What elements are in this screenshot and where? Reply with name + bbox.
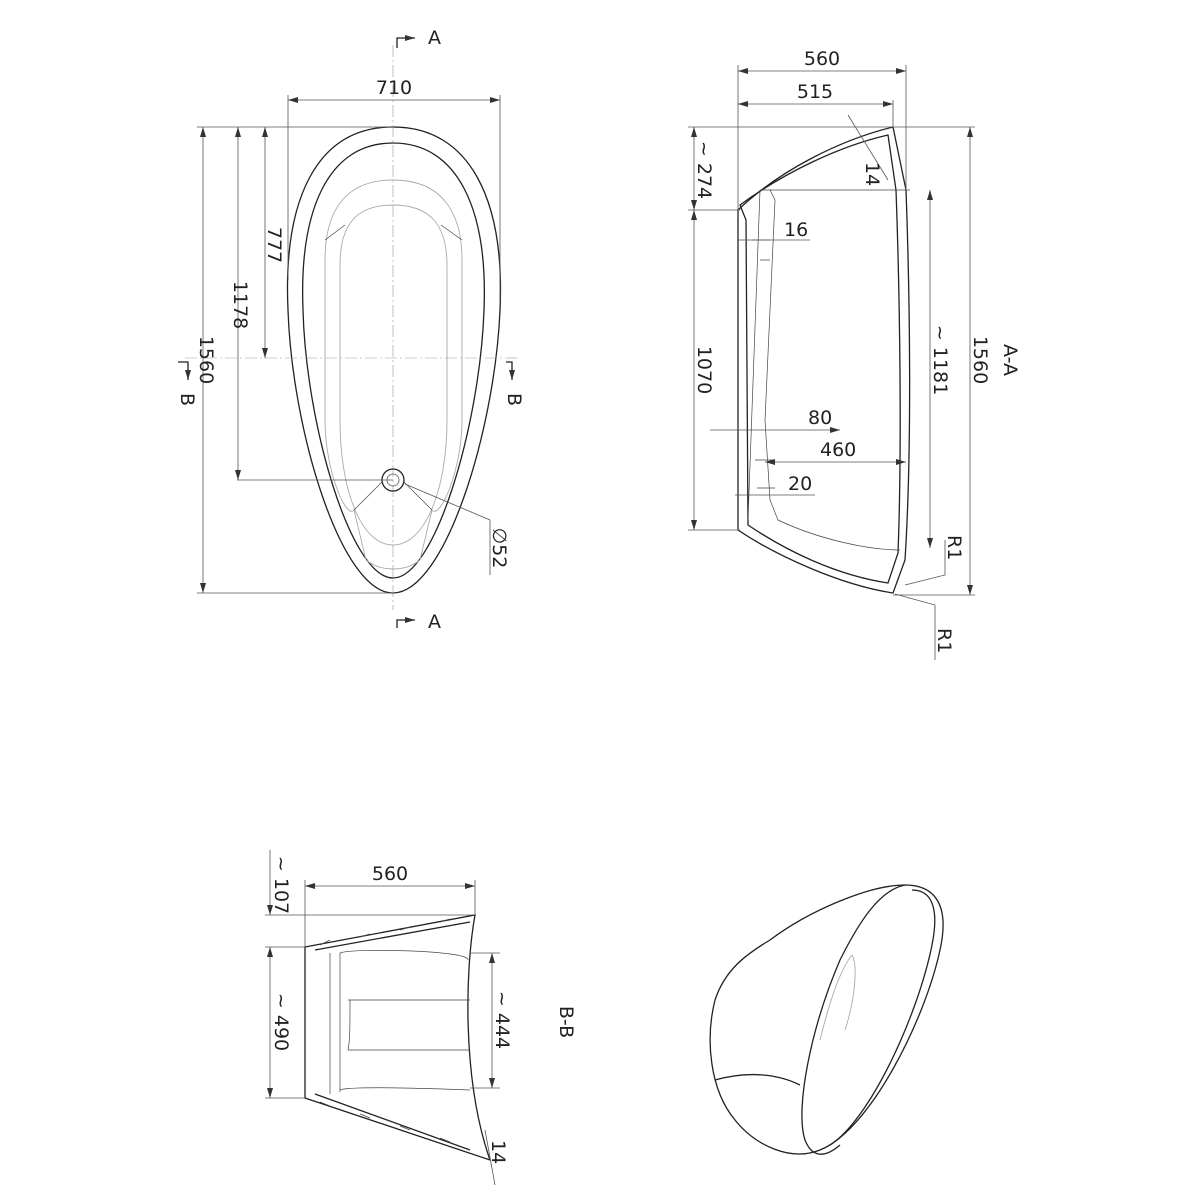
dim-depth-center: 777 xyxy=(263,227,285,263)
section-marker-a-bottom: A xyxy=(428,611,441,633)
section-aa-outline xyxy=(737,126,911,594)
dim-rim-thickness: 14 xyxy=(861,162,883,186)
dim-depth: 560 xyxy=(372,863,408,885)
section-bb-view: 560 ~ 107 ~ 490 ~ 444 14 B-B xyxy=(265,850,577,1186)
dim-inner-depth: 460 xyxy=(820,439,856,461)
dim-inner-width: ~ 444 xyxy=(491,991,513,1049)
dim-length: 1560 xyxy=(195,336,217,384)
dim-length: 1560 xyxy=(969,336,991,384)
dim-inner-length: ~ 1181 xyxy=(929,325,951,395)
dim-outer-width: ~ 490 xyxy=(270,993,292,1051)
dim-base-thickness: 20 xyxy=(788,473,812,495)
iso-outer-shell xyxy=(709,884,944,1155)
top-view: 710 1560 1178 777 ∅52 A A B B xyxy=(176,27,525,633)
dim-rim-height: ~ 107 xyxy=(270,856,292,914)
dim-drain: ∅52 xyxy=(488,528,510,569)
dim-width-inner: 515 xyxy=(797,81,833,103)
section-aa-title: A-A xyxy=(999,344,1021,376)
section-aa-view: 560 515 ~ 274 1070 1560 A-A ~ 1181 14 16… xyxy=(688,48,1021,660)
dim-wall-thickness: 16 xyxy=(784,219,808,241)
basin-outline xyxy=(324,179,463,570)
dim-radius-2: R1 xyxy=(933,628,955,653)
dim-wall-thickness: 14 xyxy=(487,1140,509,1164)
dim-inner-height: 1070 xyxy=(693,346,715,394)
section-marker-b-right: B xyxy=(503,393,525,406)
dim-rim-height: ~ 274 xyxy=(693,141,715,199)
section-bb-outline xyxy=(304,914,492,1162)
dim-width-outer: 560 xyxy=(804,48,840,70)
dim-base-offset: 80 xyxy=(808,407,832,429)
dim-width: 710 xyxy=(376,77,412,99)
section-marker-b-left: B xyxy=(176,393,198,406)
basin-floor xyxy=(339,204,448,546)
section-marker-a-top: A xyxy=(428,27,441,49)
dim-depth-drain: 1178 xyxy=(229,281,251,329)
dim-radius-1: R1 xyxy=(943,535,965,560)
section-bb-title: B-B xyxy=(555,1006,577,1038)
isometric-view xyxy=(709,884,944,1155)
tub-rim-inner xyxy=(301,142,486,579)
